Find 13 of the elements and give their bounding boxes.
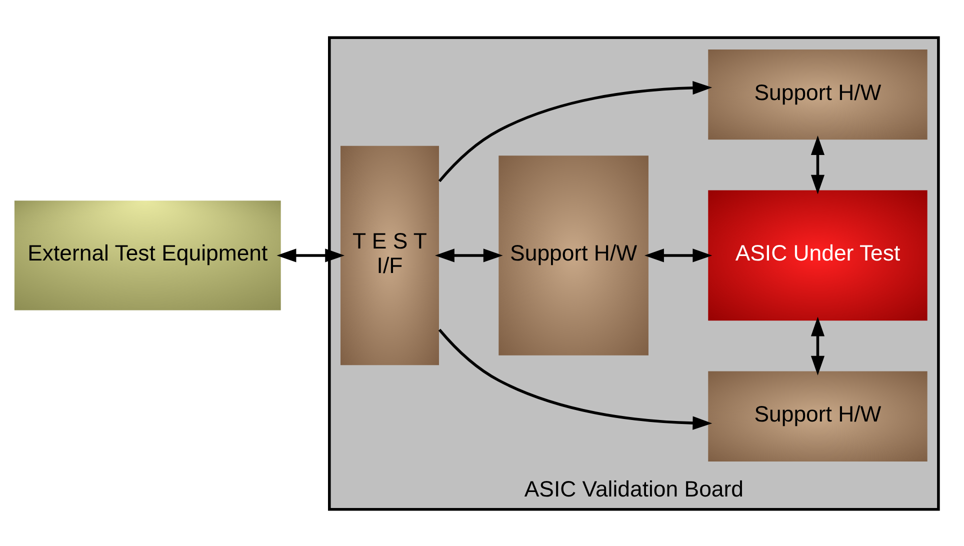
node-box: External Test Equipment xyxy=(14,200,281,310)
arrow xyxy=(438,328,712,430)
arrow xyxy=(438,80,712,182)
arrow xyxy=(810,316,825,375)
arrow xyxy=(810,135,825,194)
arrow xyxy=(434,248,503,262)
node-box: ASIC Under Test xyxy=(708,190,928,320)
node-box: Support H/W xyxy=(708,48,928,140)
arrow xyxy=(276,248,345,262)
node-box: T E S T I/F xyxy=(340,145,439,365)
arrow xyxy=(644,248,712,262)
node-box: Support H/W xyxy=(708,370,928,461)
node-box: Support H/W xyxy=(498,155,648,355)
